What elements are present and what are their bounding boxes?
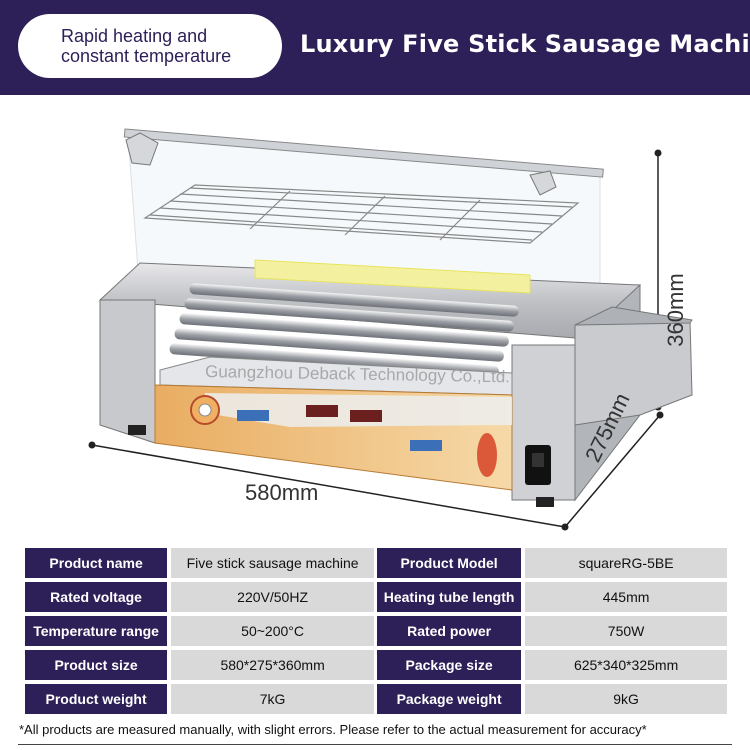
tagline-badge: Rapid heating and constant temperature bbox=[18, 14, 282, 78]
spec-label: Product size bbox=[25, 650, 168, 680]
button-group-icon bbox=[237, 410, 269, 421]
width-dim-line bbox=[91, 444, 566, 528]
spec-value: 750W bbox=[525, 616, 727, 646]
spec-value: squareRG-5BE bbox=[525, 548, 727, 578]
spec-label: Rated voltage bbox=[25, 582, 168, 612]
warming-rack bbox=[143, 184, 580, 244]
spec-label: Package weight bbox=[377, 684, 522, 714]
spec-label: Package size bbox=[377, 650, 522, 680]
spec-label: Product name bbox=[25, 548, 168, 578]
heating-lamp bbox=[254, 259, 531, 294]
spec-value: 220V/50HZ bbox=[171, 582, 374, 612]
page-title: Luxury Five Stick Sausage Machine bbox=[300, 30, 750, 58]
tagline-line-2: constant temperature bbox=[61, 46, 232, 66]
table-row: Product weight 7kG Package weight 9kG bbox=[25, 684, 727, 714]
table-row: Product size 580*275*360mm Package size … bbox=[25, 650, 727, 680]
spec-label: Rated power bbox=[377, 616, 522, 646]
button-group-icon-2 bbox=[410, 440, 442, 451]
table-row: Rated voltage 220V/50HZ Heating tube len… bbox=[25, 582, 727, 612]
mascot-icon bbox=[477, 433, 497, 477]
spec-value: 445mm bbox=[525, 582, 727, 612]
spec-table: Product name Five stick sausage machine … bbox=[25, 548, 727, 718]
spec-label: Product weight bbox=[25, 684, 168, 714]
spec-value: 50~200°C bbox=[171, 616, 374, 646]
depth-dim-line bbox=[564, 414, 661, 528]
product-image: Guangzhou Deback Technology Co.,Ltd. 360… bbox=[0, 95, 750, 540]
spec-value: 580*275*360mm bbox=[171, 650, 374, 680]
table-row: Temperature range 50~200°C Rated power 7… bbox=[25, 616, 727, 646]
tagline-line-1: Rapid heating and bbox=[61, 26, 208, 46]
spec-value: 9kG bbox=[525, 684, 727, 714]
display-icon bbox=[306, 405, 338, 417]
table-row: Product name Five stick sausage machine … bbox=[25, 548, 727, 578]
spec-label: Temperature range bbox=[25, 616, 168, 646]
width-dimension-label: 580mm bbox=[245, 480, 319, 505]
spec-label: Product Model bbox=[377, 548, 522, 578]
sausage-machine-illustration: Guangzhou Deback Technology Co.,Ltd. bbox=[88, 128, 693, 531]
spec-value: Five stick sausage machine bbox=[171, 548, 374, 578]
display-icon-2 bbox=[350, 410, 382, 422]
disclaimer-note: *All products are measured manually, wit… bbox=[19, 722, 647, 737]
spec-label: Heating tube length bbox=[377, 582, 522, 612]
spec-value: 625*340*325mm bbox=[525, 650, 727, 680]
footer-divider bbox=[18, 744, 732, 745]
spec-value: 7kG bbox=[171, 684, 374, 714]
height-dimension-label: 360mm bbox=[663, 273, 688, 347]
header-banner: Rapid heating and constant temperature L… bbox=[0, 0, 750, 95]
